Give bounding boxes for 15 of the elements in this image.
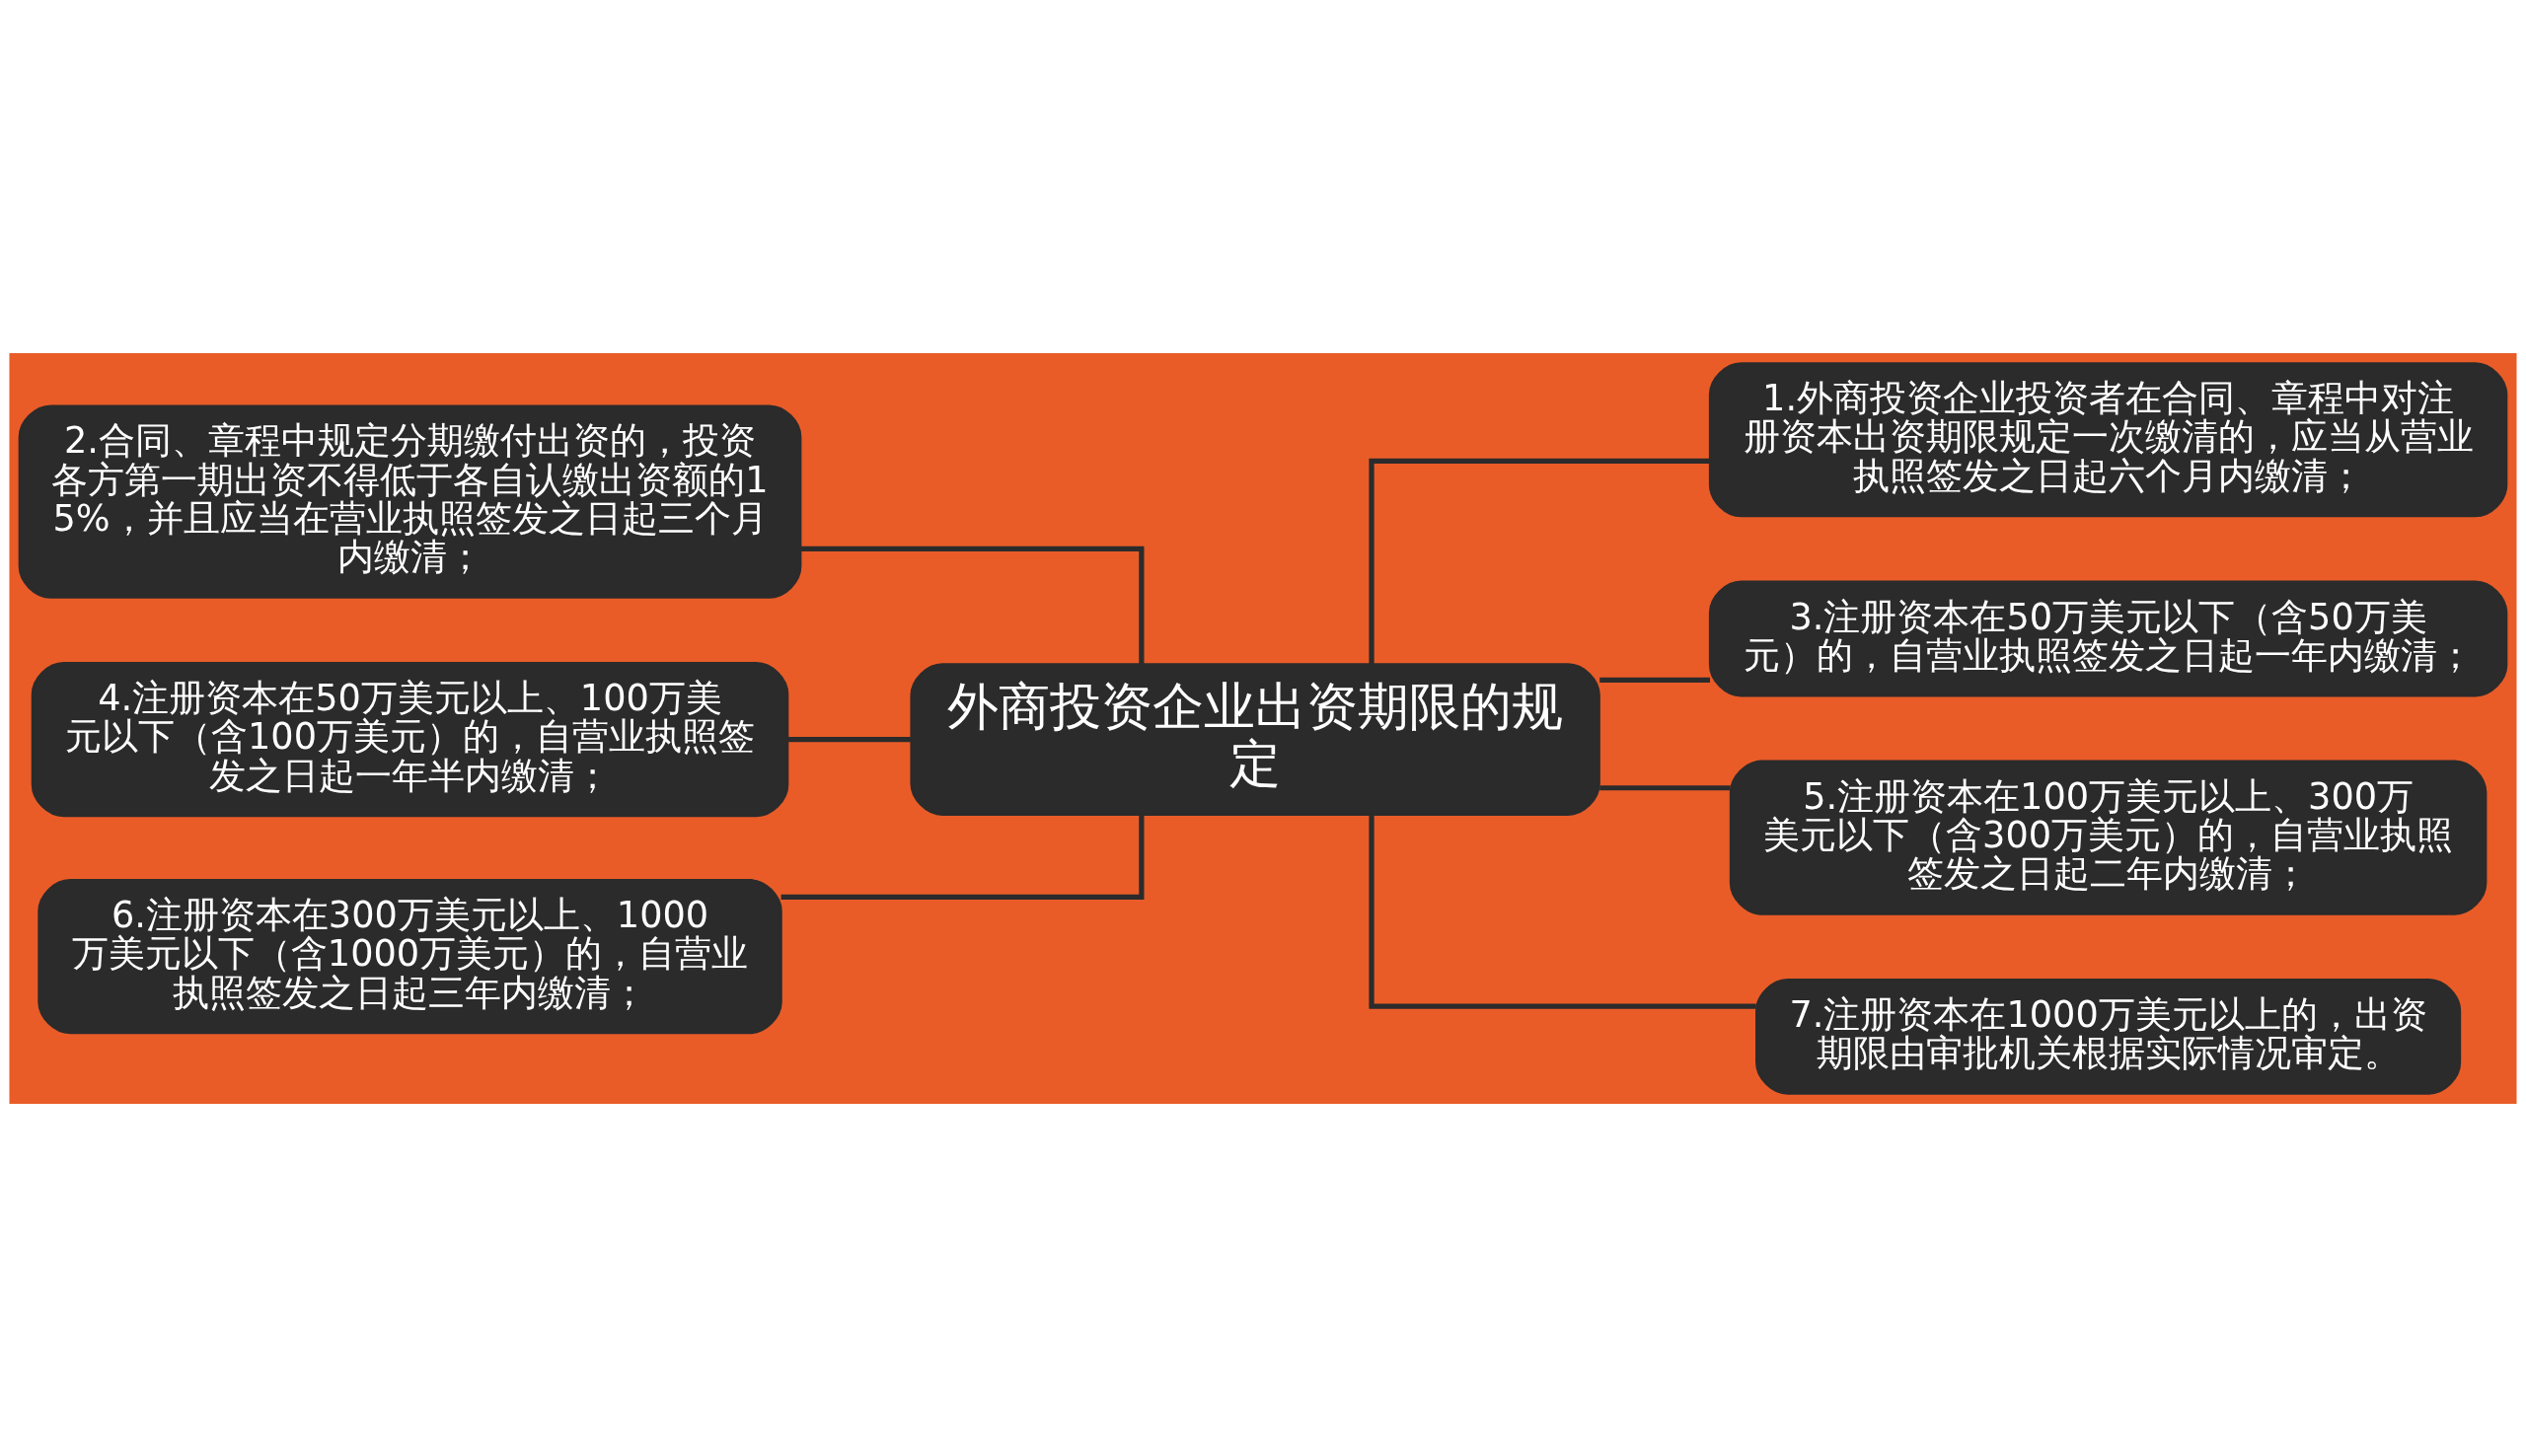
node-box: 6.注册资本在300万美元以上、1000万美元以下（含1000万美元）的，自营业执照签发之日起三年内缴清； bbox=[37, 878, 782, 1034]
node-box: 3.注册资本在50万美元以下（含50万美元）的，自营业执照签发之日起一年内缴清； bbox=[1708, 580, 2508, 696]
connector bbox=[1599, 784, 1731, 790]
node-box: 1.外商投资企业投资者在合同、章程中对注册资本出资期限规定一次缴清的，应当从营业执照签发之日起六个月内缴清； bbox=[1708, 361, 2508, 517]
node-box: 7.注册资本在1000万美元以上的，出资期限由审批机关根据实际情况审定。 bbox=[1755, 978, 2462, 1095]
node-box: 4.注册资本在50万美元以上、100万美元以下（含100万美元）的，自营业执照签发之日起一年半内缴清； bbox=[31, 661, 789, 817]
connector bbox=[1369, 458, 1710, 664]
node-box: 2.合同、章程中规定分期缴付出资的，投资各方第一期出资不得低于各自认缴出资额的15%，并且应当在营业执照签发之日起三个月内缴清； bbox=[18, 403, 802, 599]
connector bbox=[1369, 814, 1756, 1009]
node-box: 外商投资企业出资期限的规定 bbox=[910, 662, 1600, 816]
connector bbox=[780, 814, 1145, 900]
node-box: 5.注册资本在100万美元以上、300万美元以下（含300万美元）的，自营业执照签发之日起二年内缴清； bbox=[1729, 760, 2488, 915]
connector bbox=[1599, 677, 1710, 683]
connector bbox=[787, 736, 912, 742]
connector bbox=[800, 546, 1145, 664]
